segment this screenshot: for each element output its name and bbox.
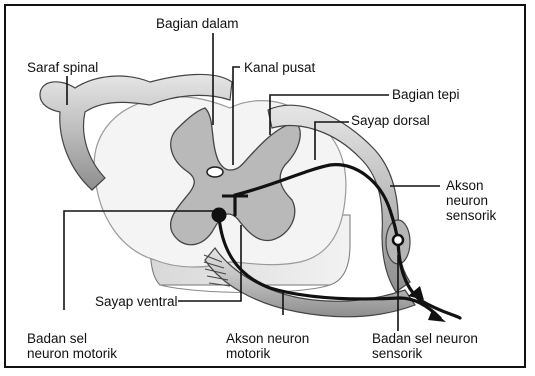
label-akson-neuron-sensorik: Akson neuron sensorik — [446, 178, 496, 223]
label-kanal-pusat: Kanal pusat — [244, 60, 315, 75]
label-saraf-spinal: Saraf spinal — [27, 60, 98, 75]
motor-neuron-cell-body — [212, 208, 227, 223]
label-sayap-dorsal: Sayap dorsal — [351, 113, 430, 128]
label-bagian-tepi: Bagian tepi — [392, 87, 460, 102]
label-bagian-dalam: Bagian dalam — [156, 16, 239, 31]
label-sayap-ventral: Sayap ventral — [95, 294, 178, 309]
central-canal — [207, 167, 223, 177]
label-akson-neuron-motorik: Akson neuron motorik — [226, 331, 309, 361]
label-badan-sel-neuron-motorik: Badan sel neuron motorik — [27, 331, 117, 361]
sensory-neuron-cell-body — [393, 235, 403, 245]
label-badan-sel-neuron-sensorik: Badan sel neuron sensorik — [372, 331, 478, 361]
